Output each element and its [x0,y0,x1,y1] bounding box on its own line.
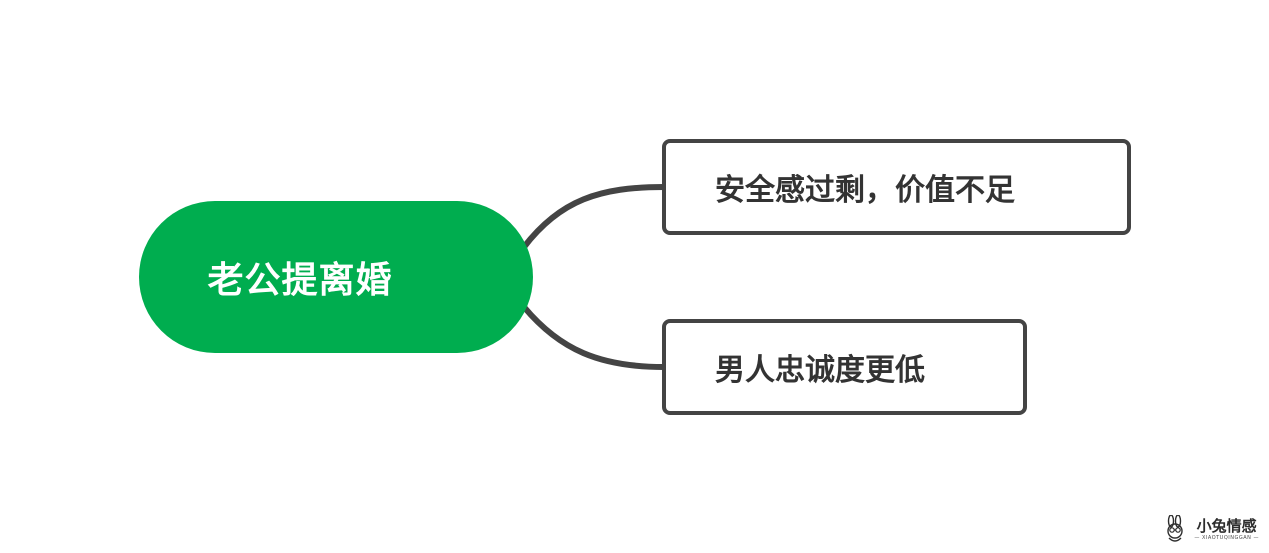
branch-node-1[interactable]: 安全感过剩，价值不足 [662,139,1131,235]
connector-branch-1 [521,184,667,250]
watermark: 小兔情感 — XIAOTUQINGGAN — [1160,515,1259,545]
branch-label-1: 安全感过剩，价值不足 [715,173,1015,208]
watermark-title: 小兔情感 [1196,517,1257,535]
branch-node-2[interactable]: 男人忠诚度更低 [662,319,1027,415]
connector-branch-2 [521,304,667,370]
root-node[interactable]: 老公提离婚 [139,201,533,353]
branch-label-2: 男人忠诚度更低 [715,353,925,388]
root-label: 老公提离婚 [207,260,393,301]
watermark-subtitle: — XIAOTUQINGGAN — [1194,535,1259,541]
rabbit-icon [1167,515,1184,542]
